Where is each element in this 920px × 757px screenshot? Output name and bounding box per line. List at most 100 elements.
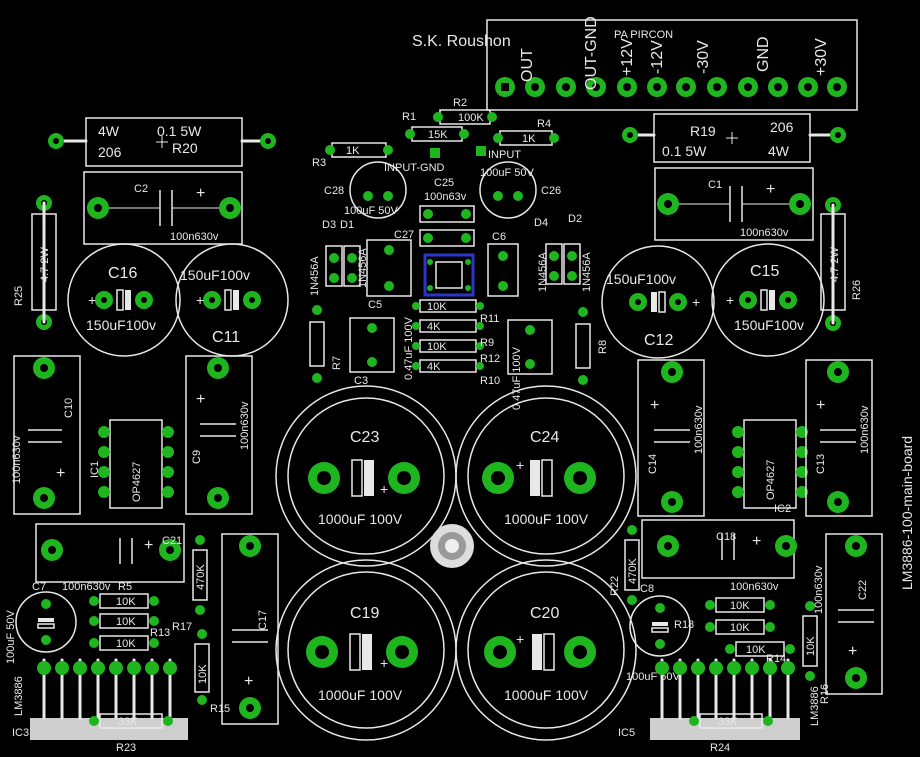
capacitor-c22: C22 100n630v + (813, 533, 883, 695)
r13-ref: R13 (150, 627, 170, 639)
capacitor-c25: C25 100n63v (419, 177, 475, 223)
capacitor-c10: C10 100n630v + (11, 355, 81, 515)
r1-ref: R1 (402, 111, 416, 123)
pin-label-out-gnd: OUT-GND (583, 16, 600, 90)
c19-ref: C19 (350, 605, 379, 622)
r-bank-2: 4K (427, 321, 441, 333)
c7-value: 100uF 50V (5, 610, 17, 664)
connector-pin (707, 77, 727, 97)
r22-value: 470K (627, 558, 639, 584)
pin-label-gnd: GND (755, 36, 772, 72)
c16-ref: C16 (108, 265, 137, 282)
r17-ref: R17 (172, 621, 192, 633)
resistor-r14: 10K R14 (725, 641, 795, 665)
c23-ref: C23 (350, 429, 379, 446)
connector-pin (676, 77, 696, 97)
c12-value: 150uF100v (606, 271, 676, 287)
capacitor-c12: 150uF100v + C12 (601, 245, 715, 359)
resistor-r24: 33K R24 (689, 713, 773, 754)
resistor-bank: 10K 4K 10K 4K R11 R9 R12 R10 (412, 299, 500, 387)
capacitor-c23: C23 + 1000uF 100V (275, 385, 457, 567)
capacitor-c2: C2 + 100n630v (83, 171, 243, 245)
r15-value: 10K (197, 664, 209, 684)
r-bank-1: 10K (427, 301, 447, 313)
connector-pins (495, 77, 847, 97)
c19-value: 1000uF 100V (318, 687, 403, 703)
r9-ref: R9 (480, 337, 494, 349)
capacitor-c27: C27 (394, 229, 475, 247)
pin-label-p30v: +30V (813, 38, 830, 76)
resistor-r7: R7 (309, 305, 343, 383)
ic3-part: LM3886 (13, 676, 25, 716)
ic2-ref: IC2 (774, 503, 791, 515)
c14-value: 100n630v (693, 405, 705, 454)
capacitor-c9: + C9 100n630v (185, 355, 253, 515)
c21-value: 100n630v (62, 581, 111, 593)
r20-value: 0.1 5W (157, 123, 202, 139)
ic3-lm3886: LM3886 IC3 (12, 658, 188, 740)
ic2-part: OP4627 (765, 460, 777, 500)
c21-ref: C21 (162, 535, 182, 547)
c20-plus: + (516, 631, 524, 647)
d3-ref: D3 (322, 219, 336, 231)
c9-ref: C9 (191, 450, 203, 464)
r24-ref: R24 (710, 742, 730, 754)
diodes-right: D4 D2 1N456A 1N456A (534, 213, 593, 292)
r23-value: 33K (118, 716, 138, 728)
r15-ref: R15 (210, 703, 230, 715)
resistor-r5: 10K R5 (89, 581, 159, 609)
c19-plus: + (380, 655, 388, 671)
ic1-ref: IC1 (89, 461, 101, 478)
resistor-r23: 33K R23 (89, 713, 173, 754)
diodes-left: D3 D1 1N456A 1N456A (309, 219, 369, 296)
d1-ref: D1 (340, 219, 354, 231)
c10-value: 100n630v (11, 435, 23, 484)
r8-ref: R8 (597, 340, 609, 354)
input-label: INPUT (488, 149, 521, 161)
c2-plus: + (196, 185, 205, 202)
connector-pin (586, 77, 606, 97)
r7-ref: R7 (331, 356, 343, 370)
d4-ref: D4 (534, 217, 548, 229)
c23-value: 1000uF 100V (318, 511, 403, 527)
r19-code: 206 (770, 119, 794, 135)
capacitor-c14: + C14 100n630v (637, 359, 705, 517)
r11-ref: R11 (480, 313, 499, 325)
resistor-r22: 470K R22 (609, 525, 640, 605)
r20-ref: R20 (172, 140, 198, 156)
c16-plus: + (88, 292, 96, 308)
r2-value: 100K (458, 112, 484, 124)
r20-watt: 4W (98, 123, 120, 139)
connector-pin (768, 77, 788, 97)
c21-plus: + (144, 537, 153, 554)
author-label: S.K. Roushon (412, 33, 511, 50)
c1-plus: + (766, 181, 775, 198)
ic5-part: LM3886 (809, 686, 821, 726)
r20-code: 206 (98, 144, 122, 160)
c18-ref: C18 (716, 531, 736, 543)
c15-value: 150uF100v (734, 317, 804, 333)
resistor-r16: 10K R16 (802, 601, 831, 704)
resistor-r13: 10K R13 (89, 627, 170, 651)
c2-ref: C2 (134, 183, 148, 195)
capacitor-c21: C21 + 100n630v (35, 523, 185, 593)
resistor-r25: 4.7 2W R25 (13, 195, 57, 330)
capacitor-c3: C3 0.47uF 100V (349, 316, 415, 387)
pin-label-p12v: +12V (619, 38, 636, 76)
capacitor-c17: C17 + (221, 533, 279, 725)
d2-ref: D2 (568, 213, 582, 225)
capacitor-c20: C20 + 1000uF 100V (455, 559, 637, 741)
c13-ref: C13 (815, 454, 827, 474)
c4-value: 0.47uF 100V (511, 346, 523, 410)
r-bank-3: 10K (427, 341, 447, 353)
r25-ref: R25 (13, 286, 25, 306)
c18-value: 100n630v (730, 581, 779, 593)
resistor-r1: R1 15K (402, 111, 469, 142)
c24-value: 1000uF 100V (504, 511, 589, 527)
r16-value: 10K (805, 636, 817, 656)
c12-ref: C12 (644, 332, 673, 349)
r2-ref: R2 (453, 97, 467, 109)
capacitor-c19: C19 + 1000uF 100V (275, 559, 457, 741)
capacitor-c4: 0.47uF 100V (507, 319, 553, 410)
